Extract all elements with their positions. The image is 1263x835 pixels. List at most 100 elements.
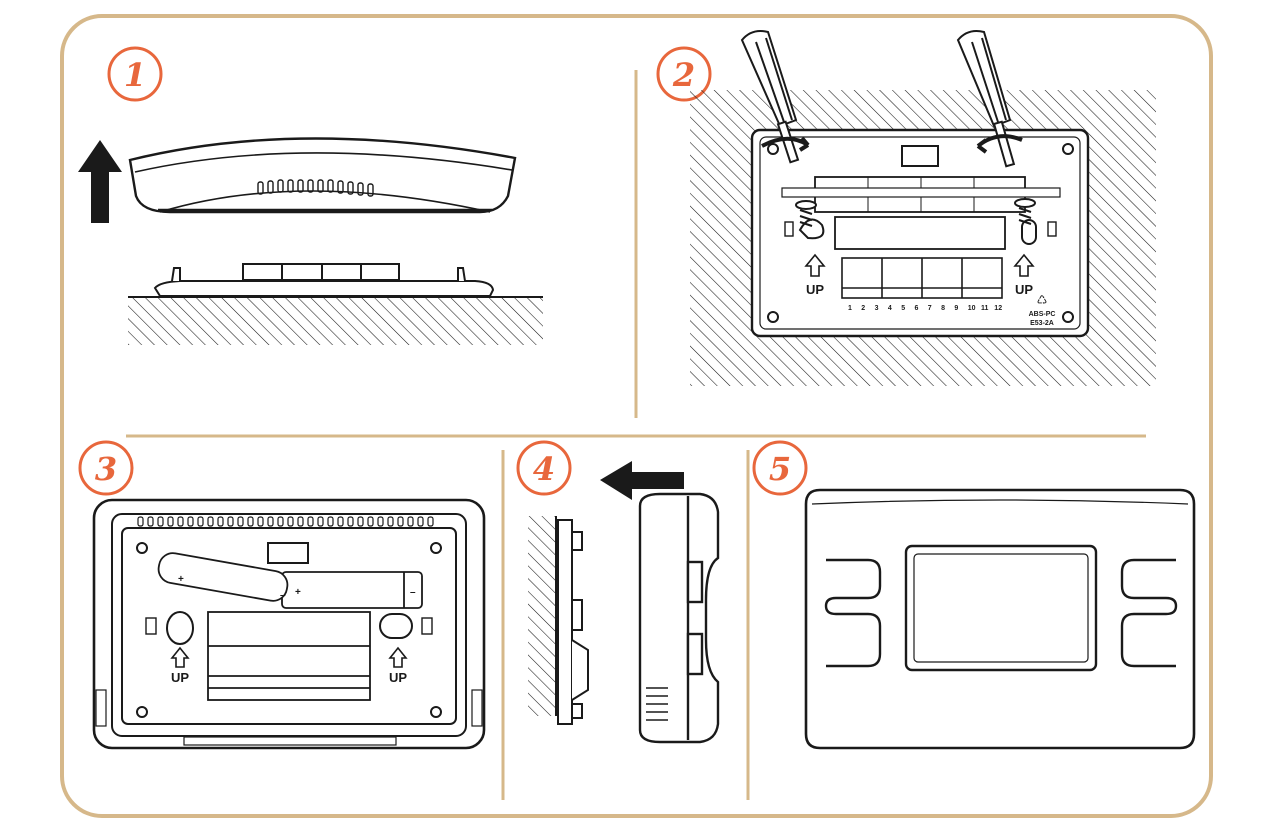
back-screws — [136, 542, 442, 718]
up-indicator-3-left: UP — [170, 646, 190, 685]
up-label-3-right: UP — [389, 670, 407, 685]
vent-slot — [247, 516, 254, 527]
vent-slot — [207, 516, 214, 527]
vent-slot — [327, 516, 334, 527]
vent-strip-bottom — [183, 736, 397, 746]
vent-slot — [357, 516, 364, 527]
outer-frame — [60, 14, 1213, 818]
rotate-arrow-icon-left — [761, 136, 810, 152]
terminal-block — [841, 257, 1003, 299]
terminal-number-2: 2 — [861, 305, 865, 312]
battery-plus-1: + — [178, 574, 184, 585]
screw-right — [1014, 198, 1036, 225]
vent-slot — [147, 516, 154, 527]
back-clip — [267, 542, 309, 564]
step-5-number: 5 — [769, 450, 791, 488]
recycle-icon: ♺ — [1037, 293, 1048, 307]
vent-slot — [237, 516, 244, 527]
step-1-badge — [107, 46, 163, 102]
screw-slot-right — [1021, 219, 1037, 245]
up-label-right: UP — [1015, 282, 1033, 297]
grade-label: E53-2A — [1030, 320, 1054, 327]
center-clip — [901, 145, 939, 167]
thermostat-back-inner — [121, 527, 457, 725]
step-5-panel: 5 — [752, 440, 1196, 750]
up-indicator-right: UP — [1013, 253, 1035, 297]
step-5-badge — [752, 440, 808, 496]
vent-slot — [227, 516, 234, 527]
side-grille-right — [471, 689, 483, 727]
vent-slot — [367, 516, 374, 527]
side-grille-left — [95, 689, 107, 727]
rotate-arrow-icon-right — [976, 134, 1023, 154]
vent-slot — [177, 516, 184, 527]
vent-slot — [287, 516, 294, 527]
step-4-badge — [516, 440, 572, 496]
terminal-number-9: 9 — [954, 305, 958, 312]
vent-slot — [277, 516, 284, 527]
step-2-panel: 2 — [656, 30, 1156, 386]
vent-slot — [297, 516, 304, 527]
left-button-icon — [824, 558, 882, 668]
terminal-number-3: 3 — [875, 305, 879, 312]
step-2-number: 2 — [672, 56, 695, 94]
up-arrow-icon — [78, 140, 122, 223]
vent-slot — [257, 516, 264, 527]
terminal-number-5: 5 — [901, 305, 905, 312]
level-bar — [781, 187, 1061, 198]
terminal-number-4: 4 — [888, 305, 892, 312]
vent-slot — [417, 516, 424, 527]
step-3-number: 3 — [95, 450, 117, 488]
wall-hatch-4 — [528, 516, 556, 716]
vent-slot — [427, 516, 434, 527]
right-button-icon — [1120, 558, 1178, 668]
step-2-badge — [656, 46, 712, 102]
base-plate-side — [153, 263, 495, 297]
thermostat-body-side — [128, 137, 517, 214]
step-1-panel: 1 — [78, 46, 543, 345]
screw-slot-left — [798, 218, 825, 240]
body-vents — [257, 179, 374, 197]
wall-hatch-1 — [128, 297, 543, 345]
terminal-number-10: 10 — [968, 305, 976, 312]
display-window — [904, 544, 1098, 672]
vent-slot — [387, 516, 394, 527]
vent-slot — [407, 516, 414, 527]
material-label: ABS-PC — [1029, 311, 1056, 318]
terminal-number-8: 8 — [941, 305, 945, 312]
vent-slot — [217, 516, 224, 527]
terminal-number-6: 6 — [915, 305, 919, 312]
mount-holes — [767, 143, 1074, 323]
step-1-number: 1 — [124, 56, 146, 94]
step-3-panel: 3 + – + – UP — [78, 440, 486, 750]
terminal-number-7: 7 — [928, 305, 932, 312]
screwdriver-icon-right — [956, 30, 1016, 168]
vent-slot — [157, 516, 164, 527]
battery-plus-2: + — [295, 587, 301, 598]
thermostat-edge — [638, 492, 720, 744]
left-arrow-icon — [600, 461, 684, 500]
vent-slot — [267, 516, 274, 527]
batteries — [157, 552, 423, 609]
terminal-number-12: 12 — [994, 305, 1002, 312]
slot-right — [379, 613, 413, 639]
step-4-panel: 4 — [516, 440, 720, 744]
vent-slot — [397, 516, 404, 527]
vent-slot — [187, 516, 194, 527]
step-3-badge — [78, 440, 134, 496]
vent-slot — [137, 516, 144, 527]
up-indicator-left: UP — [804, 253, 826, 297]
terminal-area — [207, 611, 371, 701]
vent-slot — [337, 516, 344, 527]
step-4-number: 4 — [533, 450, 555, 488]
edge-vents — [646, 687, 668, 721]
slot-left — [166, 611, 194, 645]
vent-slot — [347, 516, 354, 527]
terminal-number-11: 11 — [981, 305, 989, 312]
battery-minus-2: – — [410, 587, 416, 598]
top-vents — [137, 516, 434, 527]
battery-minus-1: – — [280, 590, 286, 601]
vent-slot — [317, 516, 324, 527]
